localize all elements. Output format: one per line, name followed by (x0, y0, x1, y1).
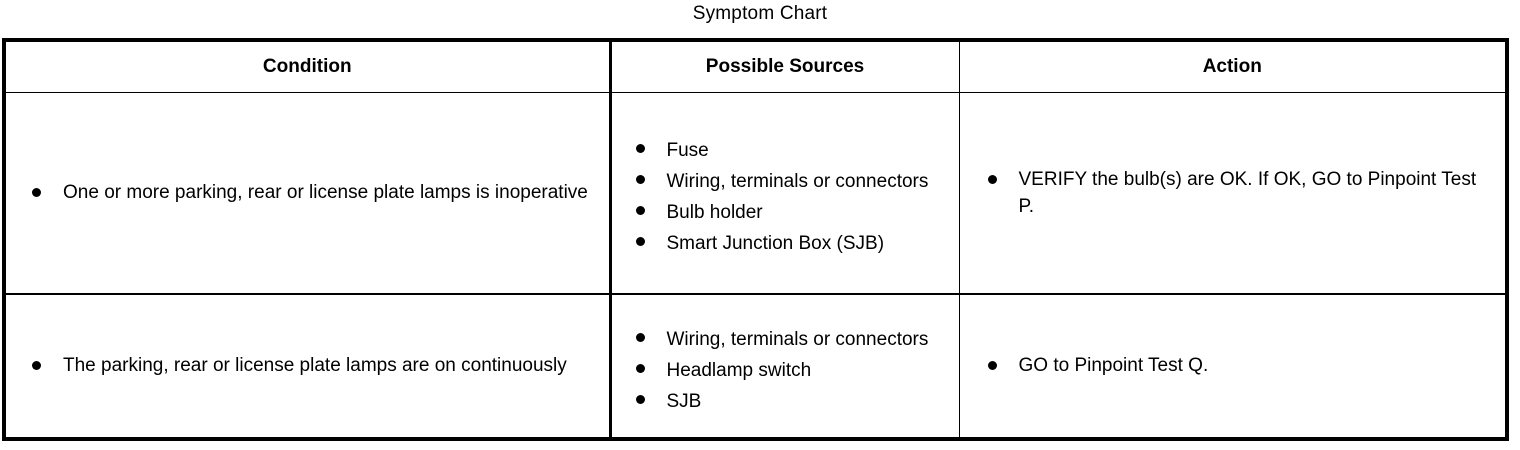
table-body: One or more parking, rear or license pla… (3, 92, 1508, 440)
column-header-action: Action (958, 39, 1508, 93)
symptom-chart-table: Condition Possible Sources Action One or… (2, 38, 1509, 441)
action-list: VERIFY the bulb(s) are OK. If OK, GO to … (960, 166, 1506, 220)
table-header: Condition Possible Sources Action (3, 39, 1508, 93)
cell-action: GO to Pinpoint Test Q. (958, 293, 1508, 440)
list-item: Headlamp switch (634, 355, 951, 386)
table-row: The parking, rear or license plate lamps… (3, 293, 1508, 440)
list-item: Fuse (634, 135, 951, 166)
column-header-condition: Condition (3, 39, 611, 93)
list-item: SJB (634, 386, 951, 417)
cell-condition: One or more parking, rear or license pla… (3, 92, 611, 295)
column-header-possible-sources: Possible Sources (608, 39, 960, 93)
list-item: Bulb holder (634, 197, 951, 228)
list-item: The parking, rear or license plate lamps… (30, 352, 595, 379)
cell-possible-sources: Wiring, terminals or connectors Headlamp… (608, 293, 960, 440)
cell-possible-sources: Fuse Wiring, terminals or connectors Bul… (608, 92, 960, 295)
table-header-row: Condition Possible Sources Action (3, 39, 1508, 93)
list-item: Smart Junction Box (SJB) (634, 228, 951, 259)
list-item: VERIFY the bulb(s) are OK. If OK, GO to … (986, 166, 1492, 220)
list-item: Wiring, terminals or connectors (634, 324, 951, 355)
table-row: One or more parking, rear or license pla… (3, 92, 1508, 295)
condition-list: One or more parking, rear or license pla… (6, 179, 609, 206)
cell-action: VERIFY the bulb(s) are OK. If OK, GO to … (958, 92, 1508, 295)
sources-list: Wiring, terminals or connectors Headlamp… (612, 316, 959, 417)
list-item: Wiring, terminals or connectors (634, 166, 951, 197)
list-item: One or more parking, rear or license pla… (30, 179, 595, 206)
action-list: GO to Pinpoint Test Q. (960, 352, 1506, 379)
sources-list: Fuse Wiring, terminals or connectors Bul… (612, 127, 959, 259)
cell-condition: The parking, rear or license plate lamps… (3, 293, 611, 440)
condition-list: The parking, rear or license plate lamps… (6, 352, 609, 379)
page-title: Symptom Chart (692, 3, 828, 24)
list-item: GO to Pinpoint Test Q. (986, 352, 1492, 379)
